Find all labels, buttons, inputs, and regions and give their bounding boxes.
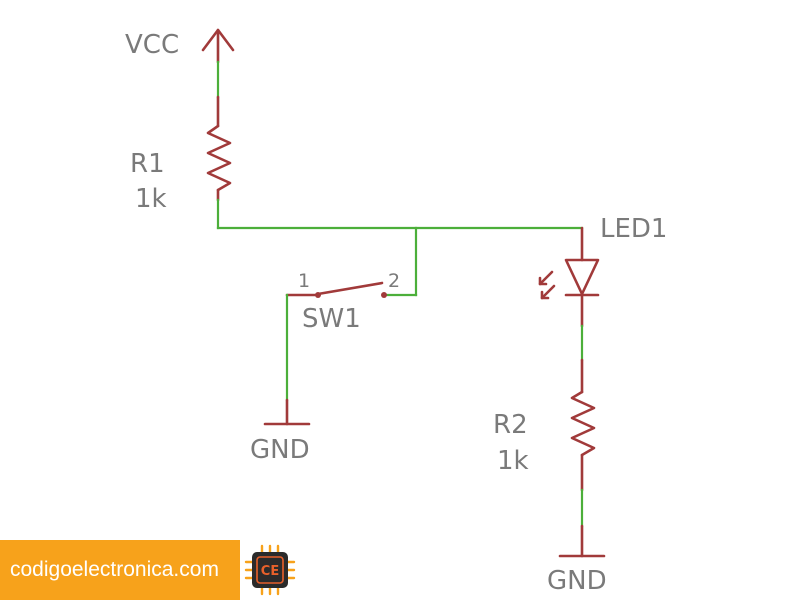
- vcc-symbol: [201, 28, 235, 64]
- led1-diode: [538, 258, 600, 300]
- logo-letters: CE: [261, 564, 279, 579]
- r2-name: R2: [493, 410, 528, 440]
- r2-value: 1k: [497, 446, 529, 476]
- r1-resistor: [206, 124, 232, 192]
- r1-value: 1k: [135, 184, 167, 214]
- gnd-left-label: GND: [250, 435, 310, 465]
- sw1-pin2: 2: [388, 270, 400, 292]
- sw1-name: SW1: [302, 304, 361, 334]
- chip-logo-icon: CE: [240, 540, 300, 600]
- watermark-text: codigoelectronica.com: [10, 558, 219, 581]
- led1-name: LED1: [600, 214, 667, 244]
- r2-resistor: [570, 390, 596, 457]
- vcc-label: VCC: [125, 30, 179, 60]
- sw1-pin1: 1: [298, 270, 310, 292]
- sw1-switch: [285, 281, 387, 298]
- r1-name: R1: [130, 149, 165, 179]
- gnd-right-label: GND: [547, 566, 607, 596]
